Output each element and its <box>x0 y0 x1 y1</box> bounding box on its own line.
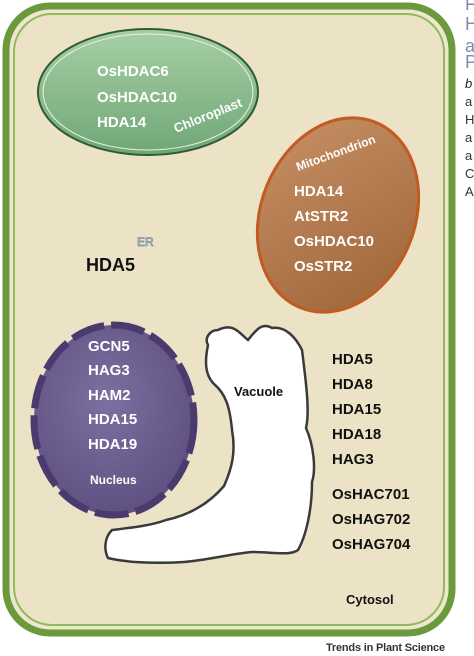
caption-fragment: H <box>465 112 474 127</box>
caption-fragment: a <box>465 130 473 145</box>
vacuole-outline <box>104 324 316 565</box>
cytosol-protein: OsHAG704 <box>332 536 411 553</box>
vacuole-label: Vacuole <box>234 384 283 399</box>
journal-footer: Trends in Plant Science <box>326 642 445 654</box>
nucleus-protein: GCN5 <box>88 338 130 355</box>
mitochondrion-protein: OsHDAC10 <box>294 233 374 250</box>
er-label: ER <box>137 235 154 249</box>
nucleus-body <box>34 325 194 515</box>
caption-fragment: H <box>465 14 474 34</box>
vacuole: Vacuole <box>104 324 316 565</box>
chloroplast-protein: OsHDAC10 <box>97 89 177 106</box>
nuclear-envelope <box>30 321 198 519</box>
mitochondrion-protein: HDA14 <box>294 183 344 200</box>
caption-fragment: a <box>465 94 473 109</box>
caption-fragment: a <box>465 148 473 163</box>
nucleus: GCN5 HAG3 HAM2 HDA15 HDA19 Nucleus <box>30 321 198 519</box>
caption-fragment: a <box>465 36 474 56</box>
chloroplast: OsHDAC6 OsHDAC10 HDA14 Chloroplast <box>37 28 259 156</box>
chloroplast-inner-membrane <box>42 33 254 151</box>
caption-fragment: C <box>465 166 474 181</box>
mitochondrion: Mitochondrion HDA14 AtSTR2 OsHDAC10 OsST… <box>255 116 421 314</box>
nucleus-protein: HAM2 <box>88 387 131 404</box>
cytosol-protein: HDA5 <box>332 351 373 368</box>
mitochondrion-protein: AtSTR2 <box>294 208 348 225</box>
er-protein: HDA5 <box>86 255 135 275</box>
nucleus-label: Nucleus <box>90 473 137 487</box>
cytosol-label: Cytosol <box>346 592 394 607</box>
chloroplast-protein: HDA14 <box>97 114 147 131</box>
cytosol-protein: OsHAC701 <box>332 486 410 503</box>
caption-fragment: P <box>465 52 474 72</box>
cytosol-protein-list: HDA5 HDA8 HDA15 HDA18 HAG3 OsHAC701 OsHA… <box>332 351 411 553</box>
chloroplast-outline <box>37 28 259 156</box>
mitochondrion-outline <box>255 116 421 314</box>
cytosol-protein: HDA18 <box>332 426 381 443</box>
nucleus-protein: HAG3 <box>88 362 130 379</box>
nucleus-protein: HDA15 <box>88 411 137 428</box>
cytosol-protein: HAG3 <box>332 451 374 468</box>
cytosol-protein: OsHAG702 <box>332 511 410 528</box>
mitochondrion-protein: OsSTR2 <box>294 258 352 275</box>
cytosol-protein: HDA8 <box>332 376 373 393</box>
nucleus-protein: HDA19 <box>88 436 137 453</box>
cytosol-protein: HDA15 <box>332 401 381 418</box>
caption-fragment: A <box>465 184 474 199</box>
caption-fragment: F <box>465 0 474 14</box>
chloroplast-protein: OsHDAC6 <box>97 63 169 80</box>
caption-fragment: b <box>465 76 473 91</box>
